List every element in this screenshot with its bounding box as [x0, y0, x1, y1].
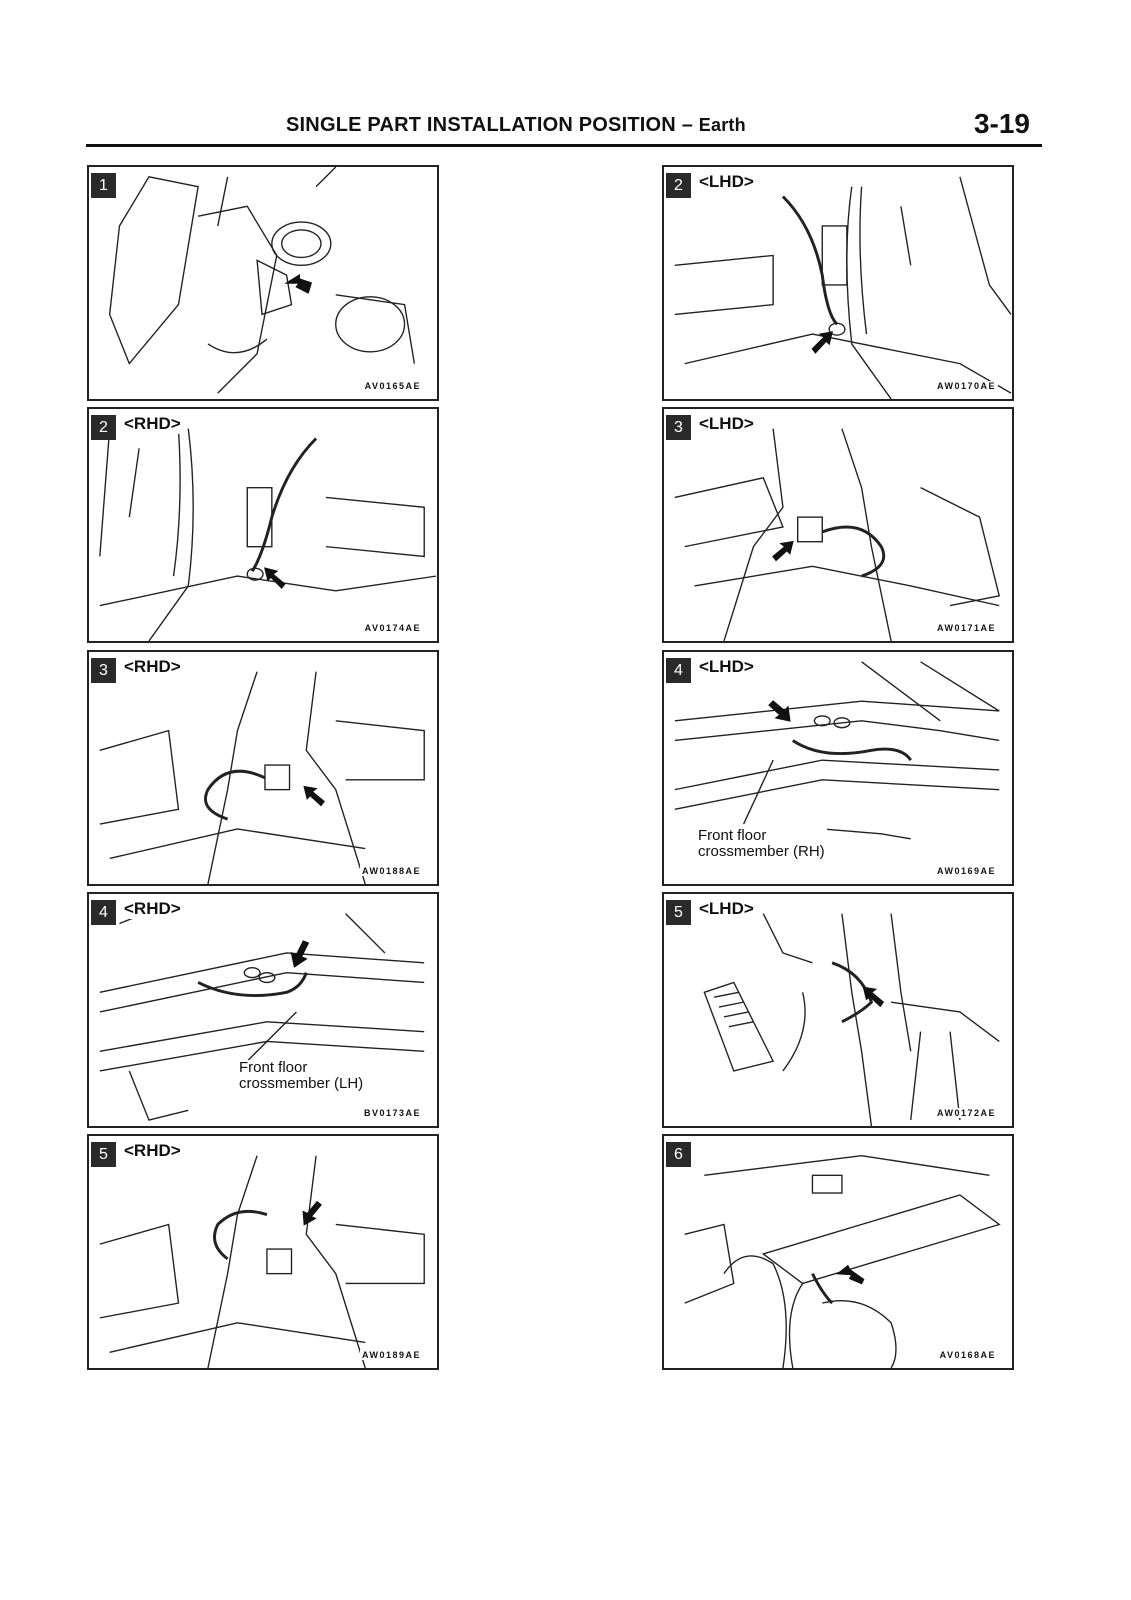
figure-code: AV0168AE	[937, 1350, 998, 1360]
callout-line-1: Front floor	[698, 827, 767, 844]
figure-panel-2-rhd: 2 <RHD> AV0174AE	[87, 407, 439, 643]
crossmember-callout: Front floor crossmember (LH)	[237, 1059, 366, 1092]
crossmember-callout: Front floor crossmember (RH)	[696, 828, 827, 860]
variant-label: <RHD>	[122, 1141, 183, 1161]
section-title: SINGLE PART INSTALLATION POSITION – Eart…	[286, 114, 746, 137]
figure-number-badge: 4	[91, 900, 116, 925]
figure-panel-3-rhd: 3 <RHD> AW0188AE	[87, 650, 439, 886]
header-rule	[86, 144, 1042, 147]
callout-line-2: crossmember (RH)	[698, 843, 825, 860]
figure-code: AW0170AE	[934, 381, 998, 391]
page-header: SINGLE PART INSTALLATION POSITION – Eart…	[86, 108, 1042, 144]
harness-illustration	[99, 1155, 425, 1368]
figure-panel-4-lhd: 4 <LHD> Front floor crossmember (RH) AW0…	[662, 650, 1014, 886]
figure-code: AW0171AE	[934, 623, 998, 633]
harness-illustration	[674, 428, 1001, 641]
figure-panel-1: 1 AV0165AE	[87, 165, 439, 401]
figure-number-badge: 2	[91, 415, 116, 440]
figure-code: AW0189AE	[359, 1350, 423, 1360]
figure-code: AV0165AE	[362, 381, 423, 391]
figure-number-badge: 3	[91, 658, 116, 683]
steering-column-illustration	[684, 1154, 1001, 1368]
harness-illustration	[99, 671, 425, 884]
pedal-area-illustration	[703, 913, 1000, 1126]
page-number: 3-19	[973, 108, 1030, 139]
figure-number-badge: 5	[91, 1142, 116, 1167]
figure-number-badge: 2	[666, 173, 691, 198]
figure-panel-6: 6 AV0168AE	[662, 1134, 1014, 1370]
callout-line-2: crossmember (LH)	[239, 1075, 364, 1092]
figure-panel-5-lhd: 5 <LHD> AW0172AE	[662, 892, 1014, 1128]
figure-code: BV0173AE	[361, 1108, 423, 1118]
variant-label: <LHD>	[697, 414, 756, 434]
figure-panel-4-rhd: 4 <RHD> Front floor crossmember (LH) BV0…	[87, 892, 439, 1128]
title-subtitle: Earth	[698, 115, 746, 135]
figure-number-badge: 5	[666, 900, 691, 925]
title-text: SINGLE PART INSTALLATION POSITION	[286, 114, 676, 136]
variant-label: <LHD>	[697, 172, 756, 192]
figure-number-badge: 1	[91, 173, 116, 198]
title-dash: –	[681, 114, 694, 136]
variant-label: <LHD>	[697, 657, 756, 677]
figure-panel-3-lhd: 3 <LHD> AW0171AE	[662, 407, 1014, 643]
figure-number-badge: 4	[666, 658, 691, 683]
variant-label: <RHD>	[122, 899, 183, 919]
figure-number-badge: 6	[666, 1142, 691, 1167]
figure-number-badge: 3	[666, 415, 691, 440]
figure-code: AW0188AE	[359, 866, 423, 876]
figure-code: AW0172AE	[934, 1108, 998, 1118]
figure-code: AV0174AE	[362, 623, 423, 633]
figure-panel-2-lhd: 2 <LHD> AW0170AE	[662, 165, 1014, 401]
figure-code: AW0169AE	[934, 866, 998, 876]
harness-illustration	[674, 176, 1012, 399]
variant-label: <RHD>	[122, 657, 183, 677]
figure-panel-5-rhd: 5 <RHD> AW0189AE	[87, 1134, 439, 1370]
variant-label: <RHD>	[122, 414, 183, 434]
crossmember-illustration	[674, 661, 1000, 840]
crossmember-illustration	[99, 903, 425, 1121]
callout-line-1: Front floor	[239, 1059, 308, 1076]
engine-bay-illustration	[108, 167, 416, 394]
harness-illustration	[99, 428, 437, 641]
variant-label: <LHD>	[697, 899, 756, 919]
